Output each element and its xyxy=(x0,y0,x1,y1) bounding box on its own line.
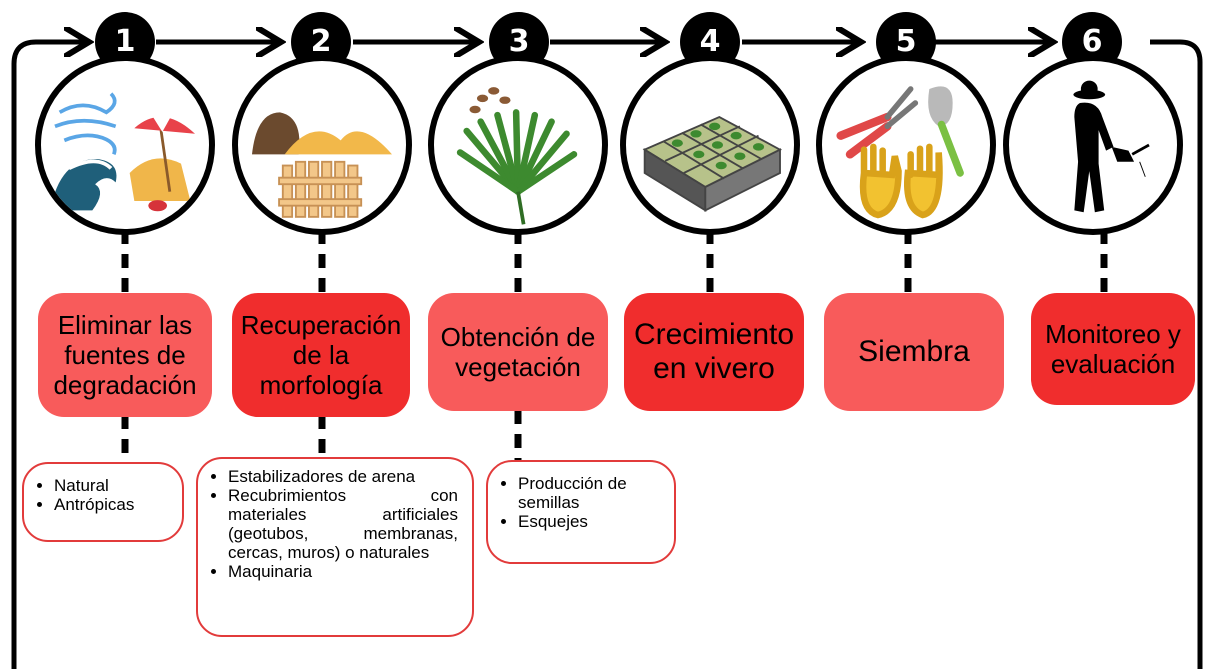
detail-item: Estabilizadores de arena xyxy=(228,467,458,486)
seeds-palm-leaf-icon xyxy=(456,87,578,225)
step-5-box: Siembra xyxy=(824,293,1004,411)
step-1-label: Eliminar las fuentes de degradación xyxy=(53,310,197,400)
step-1-box: Eliminar las fuentes de degradación xyxy=(38,293,212,417)
step-3-label: Obtención de vegetación xyxy=(440,322,596,382)
step-1-details: Natural Antrópicas xyxy=(22,462,184,542)
step-3-detail-list: Producción de semillas Esquejes xyxy=(488,474,674,531)
step-4-label: Crecimiento en vivero xyxy=(633,318,795,385)
detail-item: Maquinaria xyxy=(228,562,458,581)
pruner-trowel-gloves-icon xyxy=(836,86,964,219)
step-3-details: Producción de semillas Esquejes xyxy=(486,460,676,564)
outer-loop-line xyxy=(11,39,75,669)
detail-item: Esquejes xyxy=(518,512,674,531)
step-3-illustration xyxy=(428,55,608,235)
step-4-illustration xyxy=(620,55,800,235)
step-2-details: Estabilizadores de arena Recubrimientos … xyxy=(196,457,474,637)
seedling-trays-icon xyxy=(642,115,783,213)
step-2-illustration xyxy=(232,55,412,235)
step-6-box: Monitoreo y evaluación xyxy=(1031,293,1195,405)
detail-item: Natural xyxy=(54,476,182,495)
step-1-detail-list: Natural Antrópicas xyxy=(24,476,182,514)
step-2-label: Recuperación de la morfología xyxy=(240,310,402,400)
sandbag-sand-fence-icon xyxy=(252,112,392,218)
step-2-box: Recuperación de la morfología xyxy=(232,293,410,417)
step-4-box: Crecimiento en vivero xyxy=(624,293,804,411)
detail-item: Producción de semillas xyxy=(518,474,674,512)
outer-loop-line-right xyxy=(1150,39,1203,669)
step-3-box: Obtención de vegetación xyxy=(428,293,608,411)
step-5-illustration xyxy=(816,55,996,235)
step-1-illustration xyxy=(35,55,215,235)
step-2-detail-list: Estabilizadores de arena Recubrimientos … xyxy=(198,467,458,581)
step-6-label: Monitoreo y evaluación xyxy=(1045,319,1181,379)
step-5-label: Siembra xyxy=(858,335,970,368)
detail-item: Recubrimientos con materiales artificial… xyxy=(228,486,458,562)
step-6-illustration xyxy=(1003,55,1183,235)
gardener-watering-icon xyxy=(1073,80,1150,213)
detail-item: Antrópicas xyxy=(54,495,182,514)
wind-wave-umbrella-icon xyxy=(50,92,195,212)
